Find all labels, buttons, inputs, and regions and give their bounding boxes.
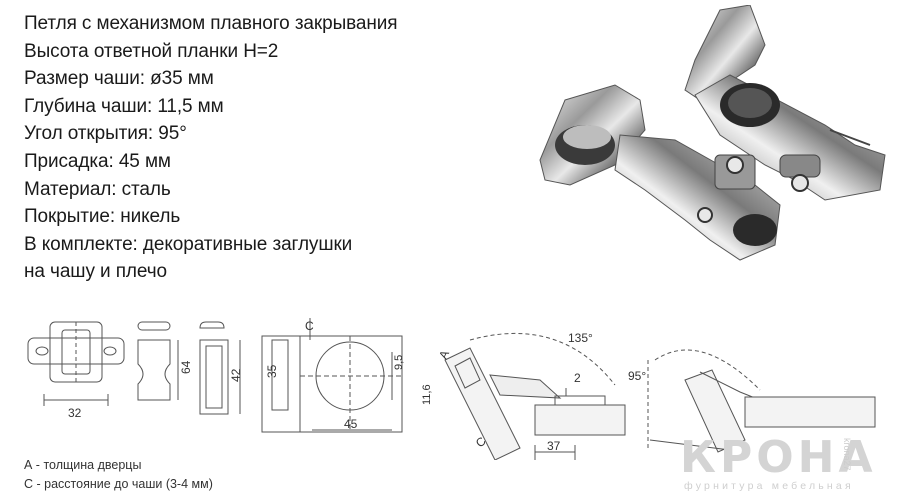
dim-cup-35: 35 bbox=[265, 364, 279, 378]
dim-plate-width: 32 bbox=[68, 406, 82, 420]
spec-opening-angle: Угол открытия: 95° bbox=[24, 123, 187, 145]
krona-logo: КРОНА фурнитура мебельная krona27 bbox=[680, 432, 895, 498]
opening-135-drawing bbox=[444, 332, 626, 460]
logo-subtitle: фурнитура мебельная bbox=[684, 480, 854, 492]
spec-plate-height: Высота ответной планки H=2 bbox=[24, 40, 279, 62]
spec-drilling: Присадка: 45 мм bbox=[24, 150, 171, 172]
dim-cap-64: 64 bbox=[179, 360, 193, 374]
opening-95-drawing bbox=[647, 349, 876, 453]
logo-word: КРОНА bbox=[680, 432, 877, 483]
spec-coating: Покрытие: никель bbox=[24, 206, 181, 228]
note-cup-distance: С - расстояние до чаши (3-4 мм) bbox=[24, 477, 213, 491]
technical-drawings: 32 64 42 C 35 45 9,5 bbox=[27, 318, 876, 460]
spec-title: Петля с механизмом плавного закрывания bbox=[24, 13, 398, 34]
cup-drilling-drawing bbox=[261, 318, 403, 433]
spec-material: Материал: сталь bbox=[24, 178, 171, 200]
dim-angle-95: 95° bbox=[628, 369, 646, 383]
hinge-back bbox=[684, 5, 886, 201]
hinge-front bbox=[539, 84, 781, 261]
spec-included-cont: на чашу и плечо bbox=[24, 261, 167, 283]
dim-plate-2: 2 bbox=[574, 371, 581, 385]
plate-drawing bbox=[27, 321, 125, 406]
dim-cap-42: 42 bbox=[229, 368, 243, 382]
dim-cup-45: 45 bbox=[344, 417, 358, 431]
note-door-thickness: А - толщина дверцы bbox=[24, 458, 142, 472]
spec-cup-size: Размер чаши: ø35 мм bbox=[24, 68, 214, 90]
cap-64-drawing bbox=[137, 321, 179, 401]
dim-angle-135: 135° bbox=[568, 331, 593, 345]
dim-cup-95: 9,5 bbox=[393, 355, 405, 370]
dim-c-label-1: C bbox=[305, 319, 314, 333]
dim-plate-37: 37 bbox=[547, 439, 561, 453]
spec-cup-depth: Глубина чаши: 11,5 мм bbox=[24, 95, 224, 117]
dim-door-116: 11,6 bbox=[421, 384, 433, 405]
hinge-photo bbox=[539, 5, 886, 261]
spec-list: Петля с механизмом плавного закрывания В… bbox=[24, 10, 464, 286]
logo-site: krona27 bbox=[842, 438, 852, 471]
spec-included: В комплекте: декоративные заглушки bbox=[24, 233, 353, 255]
cap-42-drawing bbox=[199, 321, 241, 415]
legend-notes: А - толщина дверцы С - расстояние до чаш… bbox=[24, 456, 213, 494]
